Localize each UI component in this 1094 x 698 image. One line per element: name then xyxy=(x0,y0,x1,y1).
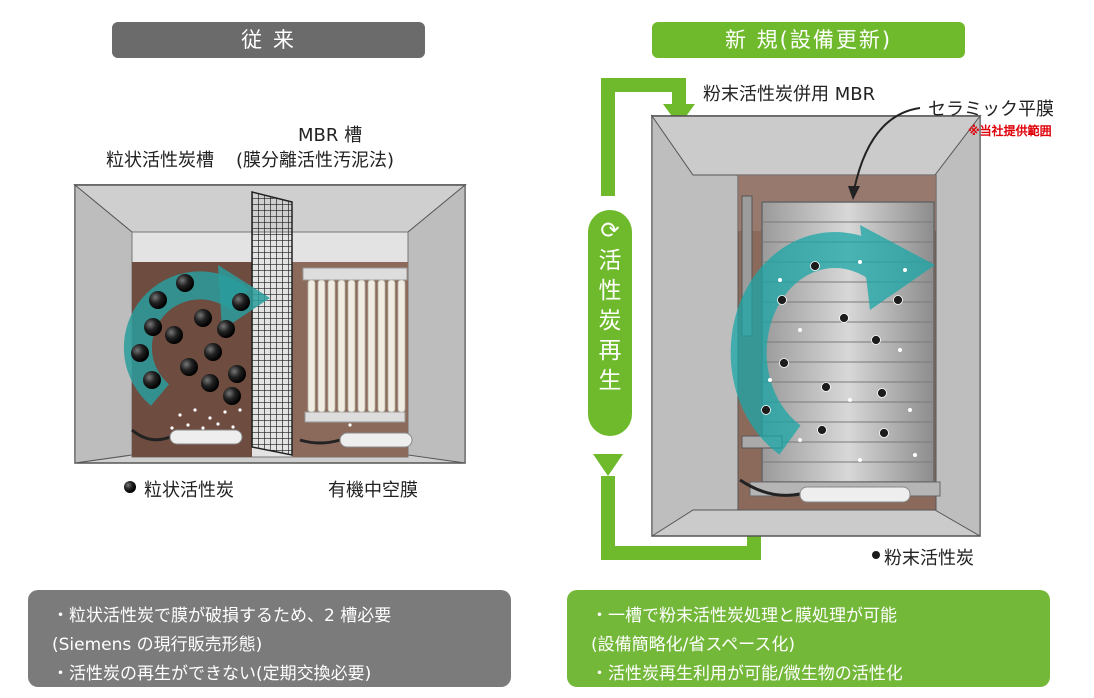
separator-mesh xyxy=(251,191,293,456)
regeneration-loop xyxy=(593,78,761,560)
note-line: (Siemens の現行販売形態) xyxy=(52,635,263,655)
hollow-fiber-membrane xyxy=(302,267,408,423)
air-diffuser-right xyxy=(739,478,911,503)
legend-powdered-carbon: 粉末活性炭 xyxy=(884,548,974,569)
note-line: ・一槽で粉末活性炭処理と膜処理が可能 xyxy=(591,606,897,626)
scope-note: ※当社提供範囲 xyxy=(968,124,1052,138)
new-tank-label: 粉末活性炭併用 MBR xyxy=(703,84,876,105)
conventional-header: 従 来 xyxy=(112,22,425,58)
new-header: 新 規(設備更新) xyxy=(652,22,965,58)
ceramic-membrane-label: セラミック平膜 xyxy=(928,99,1054,120)
mbr-tank-label: MBR 槽 xyxy=(298,125,363,146)
legend-granular-carbon: 粒状活性炭 xyxy=(144,480,234,501)
legend-hollow-fiber: 有機中空膜 xyxy=(328,480,418,501)
regen-char: 活 xyxy=(598,248,622,274)
carbon-regeneration-badge: ⟳ 活 性 炭 再 生 xyxy=(588,210,632,436)
circulation-arrow-right xyxy=(730,225,935,455)
note-line: ・活性炭の再生ができない(定期交換必要) xyxy=(52,664,372,684)
regen-char: 生 xyxy=(598,368,622,394)
note-line: ・粒状活性炭で膜が破損するため、2 槽必要 xyxy=(52,606,392,626)
note-line: (設備簡略化/省スペース化) xyxy=(591,635,795,655)
refresh-icon: ⟳ xyxy=(600,218,620,244)
conventional-notes: ・粒状活性炭で膜が破損するため、2 槽必要 (Siemens の現行販売形態) … xyxy=(28,590,511,687)
curved-arrow-icon xyxy=(848,107,921,200)
granular-carbon xyxy=(131,274,250,405)
carbon-dot-icon xyxy=(124,481,136,493)
powder-dot-icon xyxy=(872,551,880,559)
mbr-tank-sublabel: (膜分離活性汚泥法) xyxy=(236,150,395,171)
regen-char: 性 xyxy=(598,278,622,304)
new-notes: ・一槽で粉末活性炭処理と膜処理が可能 (設備簡略化/省スペース化) ・活性炭再生… xyxy=(567,590,1050,687)
note-line: ・活性炭再生利用が可能/微生物の活性化 xyxy=(591,664,903,684)
carbon-tank-label: 粒状活性炭槽 xyxy=(106,150,214,171)
regen-char: 炭 xyxy=(598,308,622,334)
regen-char: 再 xyxy=(598,338,622,364)
air-diffuser xyxy=(131,428,413,448)
powdered-carbon xyxy=(761,261,903,438)
air-bubbles-right xyxy=(768,260,917,462)
